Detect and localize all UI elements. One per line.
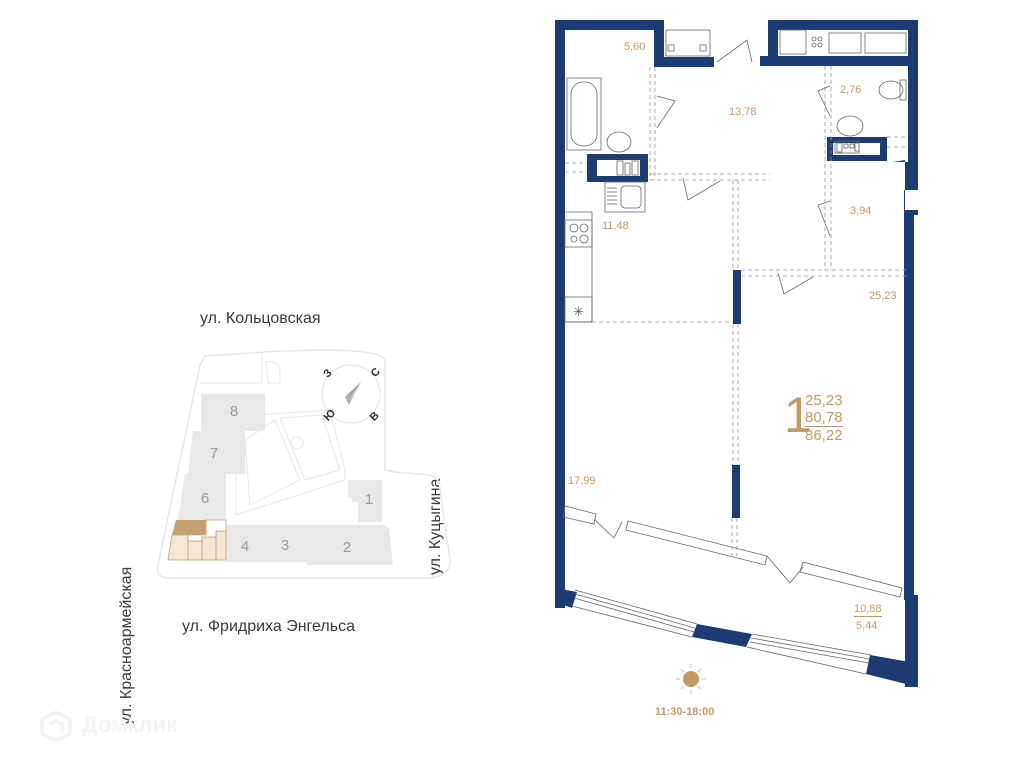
svg-text:3: 3 bbox=[281, 537, 289, 554]
building-6 bbox=[178, 474, 226, 520]
street-south-label: ул. Фридриха Энгельса bbox=[182, 618, 355, 635]
svg-text:1: 1 bbox=[365, 491, 373, 508]
svg-text:7: 7 bbox=[210, 445, 218, 462]
highlighted-section bbox=[167, 519, 227, 561]
living-area: 25,23 bbox=[805, 392, 843, 409]
watermark: Домклик bbox=[38, 710, 208, 742]
area-hallway: 13,78 bbox=[729, 106, 757, 118]
svg-text:8: 8 bbox=[230, 403, 238, 420]
vent-icon: ✳ bbox=[573, 305, 584, 320]
building-8 bbox=[201, 394, 265, 431]
area-wc: 2,76 bbox=[840, 84, 862, 96]
area-living: 17,99 bbox=[568, 475, 596, 487]
building-4 bbox=[226, 525, 266, 562]
svg-text:4: 4 bbox=[241, 538, 249, 555]
domclick-logo-icon bbox=[40, 710, 72, 742]
total-area: 80,78 bbox=[805, 409, 843, 426]
sun-icon bbox=[676, 664, 706, 694]
total-with-loggia: 86,22 bbox=[805, 426, 843, 444]
area-bathroom: 5,60 bbox=[624, 41, 646, 53]
area-storage: 3,94 bbox=[850, 205, 872, 217]
area-bedroom: 25,23 bbox=[869, 290, 897, 302]
area-kitchen: 11,48 bbox=[602, 220, 629, 232]
building-3 bbox=[266, 525, 306, 562]
compass-icon bbox=[321, 364, 381, 424]
rooms-count: 1 bbox=[784, 387, 812, 443]
svg-text:2: 2 bbox=[343, 539, 351, 556]
building-7 bbox=[188, 428, 245, 474]
svg-text:6: 6 bbox=[201, 490, 209, 507]
walls bbox=[555, 20, 918, 687]
street-north-label: ул. Кольцовская bbox=[200, 310, 321, 327]
area-loggia: 10,88 bbox=[854, 603, 882, 617]
area-loggia-reduced: 5,44 bbox=[856, 620, 878, 632]
building-1 bbox=[348, 480, 382, 522]
insolation-time: 11:30-18:00 bbox=[655, 706, 715, 718]
building-2 bbox=[306, 525, 393, 565]
watermark-text: Домклик bbox=[82, 712, 178, 737]
area-summary: 25,23 80,78 86,22 bbox=[805, 392, 843, 444]
